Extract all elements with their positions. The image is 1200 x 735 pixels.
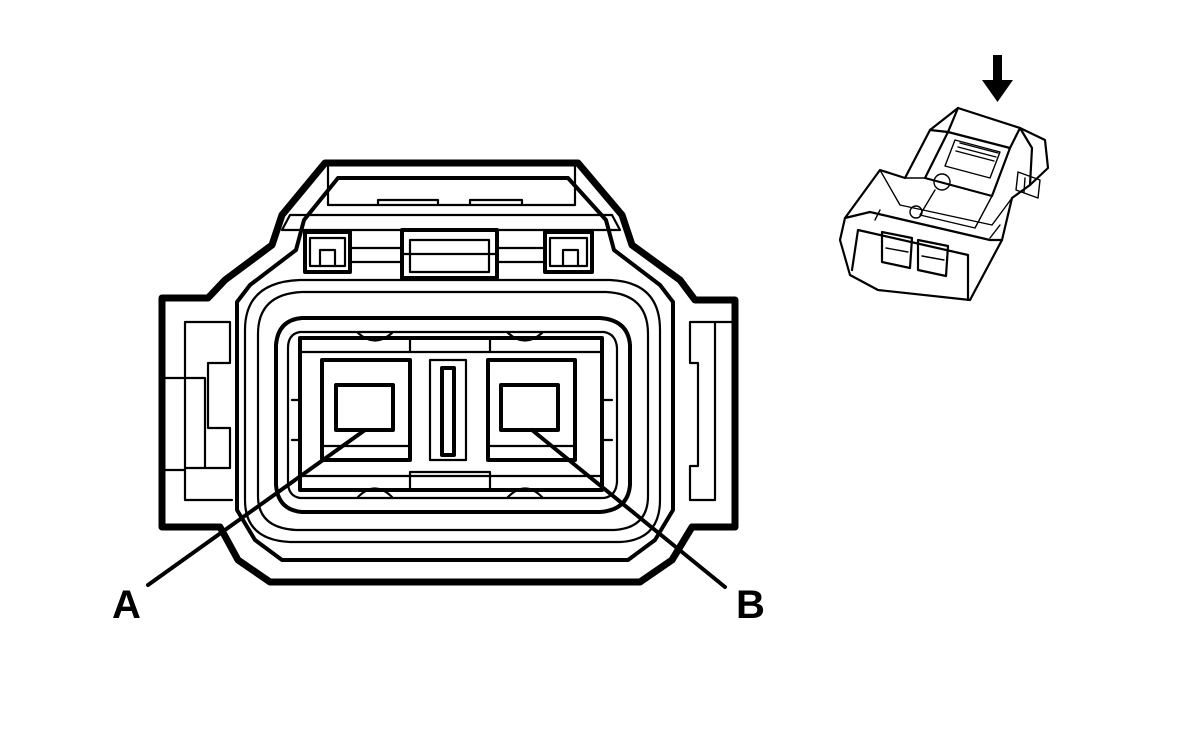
- center-divider-rib: [428, 358, 468, 462]
- terminal-cavity-b: [486, 358, 577, 462]
- connector-housing-inner-outline: [235, 176, 675, 562]
- mating-cavity-outer: [274, 316, 632, 514]
- mating-cavity-inner: [286, 330, 619, 500]
- connector-face-view: A B: [112, 159, 765, 627]
- upper-plateau: [280, 213, 622, 232]
- seal-ring-outer: [243, 278, 662, 544]
- connector-isometric-icon: [838, 55, 1050, 302]
- callout-label-a: A: [112, 583, 141, 627]
- cavity-keying-bumps: [356, 331, 544, 499]
- callout-label-b: B: [736, 583, 765, 627]
- terminal-cavity-a: [320, 358, 412, 462]
- top-latch-ledge: [326, 164, 577, 207]
- left-side-flange: [160, 320, 234, 502]
- seal-ring-middle: [256, 290, 650, 532]
- latch-blocks: [303, 228, 594, 280]
- center-insert-grooves: [290, 336, 614, 492]
- callout-leader-a: [146, 428, 367, 587]
- callout-leader-b: [530, 428, 727, 589]
- arrow-down-icon: [982, 55, 1013, 102]
- connector-outer-housing: [158, 159, 739, 586]
- right-side-flange: [688, 320, 737, 502]
